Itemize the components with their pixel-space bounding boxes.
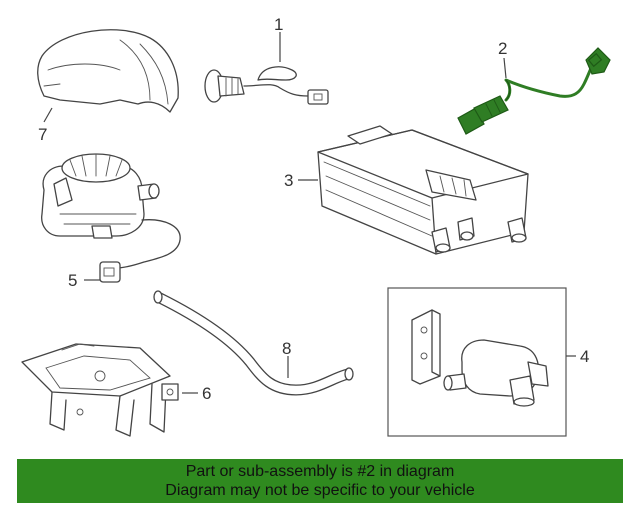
- part-3-canister[interactable]: [317, 125, 529, 255]
- callout-7: 7: [38, 125, 47, 144]
- part-4-box: [387, 287, 567, 437]
- part-2-oxygen-sensor[interactable]: [457, 47, 611, 135]
- banner-line-1: Part or sub-assembly is #2 in diagram: [185, 463, 455, 480]
- parts-diagram: 7 1 2 3: [21, 15, 611, 437]
- callout-2: 2: [498, 39, 507, 58]
- callout-8: 8: [282, 339, 291, 358]
- leader-2: [503, 57, 507, 79]
- part-4-valve[interactable]: [411, 309, 549, 407]
- banner-line-2: Diagram may not be specific to your vehi…: [165, 482, 475, 499]
- info-banner: Part or sub-assembly is #2 in diagram Di…: [17, 459, 623, 503]
- callout-5: 5: [68, 271, 77, 290]
- leader-7: [43, 107, 53, 123]
- callout-3: 3: [284, 171, 293, 190]
- part-5-pump[interactable]: [41, 153, 181, 283]
- callout-6: 6: [202, 384, 211, 403]
- part-8-hose[interactable]: [153, 290, 354, 396]
- callout-1: 1: [274, 15, 283, 34]
- part-6-bracket[interactable]: [21, 343, 179, 437]
- part-1-sensor[interactable]: [204, 66, 329, 105]
- part-7-cover[interactable]: [37, 29, 179, 113]
- callout-4: 4: [580, 347, 589, 366]
